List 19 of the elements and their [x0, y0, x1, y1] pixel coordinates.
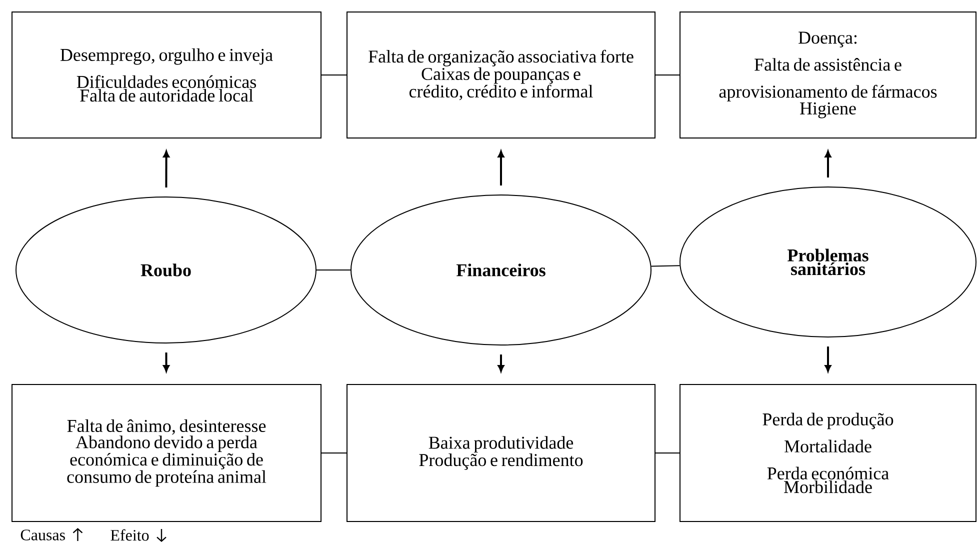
arrow: [498, 354, 504, 372]
connector-line: [650, 265, 680, 267]
cause-box: Desemprego, orgulho e inveja Dificuldades económicas Falta de autoridade local: [12, 12, 322, 138]
connector-line: [321, 452, 347, 454]
connector-line: [655, 74, 680, 76]
connector-line: [321, 74, 347, 76]
effect-box: Falta de ânimo, desinteresse Abandono devido a perda económica e diminuição de consumo de proteína animal: [12, 384, 322, 522]
arrow: [163, 150, 170, 188]
connector-line: [655, 452, 680, 454]
arrow: [824, 346, 832, 372]
arrow: [163, 352, 170, 372]
effect-box: Baixa produtividade Produção e rendimento: [346, 384, 656, 522]
arrow: [498, 150, 504, 186]
cause-box: Doença: Falta de assistência e aprovisionamento de fármacos Higiene: [680, 12, 976, 138]
legend-text: Causas: [20, 530, 65, 540]
arrow: [824, 150, 832, 178]
legend-text: Efeito: [110, 529, 149, 541]
effect-box: Perda de produção Mortalidade Perda económica Morbilidade: [680, 384, 976, 522]
cause-box: Falta de organização associativa forte Caixas de poupanças e crédito, crédito e informal: [346, 12, 656, 138]
